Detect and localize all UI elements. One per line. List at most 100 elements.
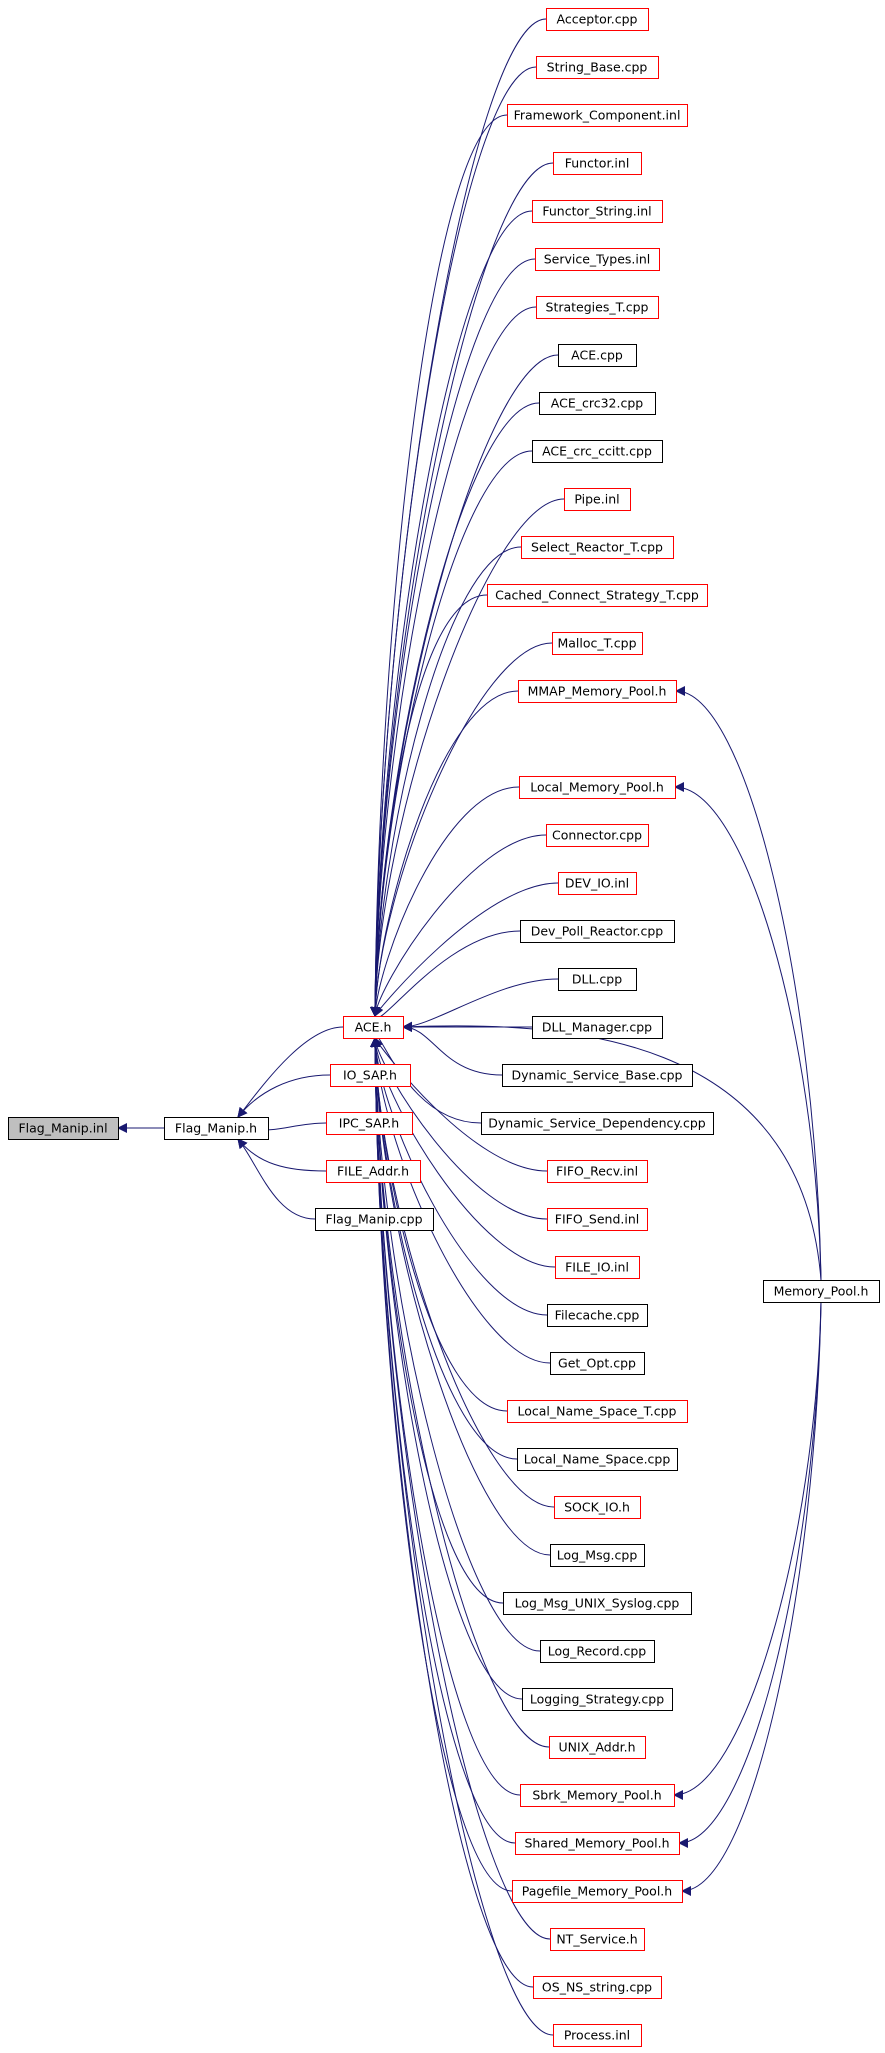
node-label: FILE_IO.inl	[565, 1260, 629, 1275]
node-box	[546, 824, 649, 847]
edge-string-base-cpp-to-ace-h	[370, 66, 537, 1017]
node-framework-component-inl[interactable]: Framework_Component.inl	[507, 104, 688, 127]
node-dev-poll-reactor-cpp[interactable]: Dev_Poll_Reactor.cpp	[520, 920, 675, 943]
edge-memory-pool-h-to-shared-memory-pool-h	[678, 1301, 822, 1848]
node-label: Dynamic_Service_Base.cpp	[512, 1068, 683, 1083]
node-process-inl[interactable]: Process.inl	[553, 2024, 642, 2047]
node-box	[549, 1736, 646, 1759]
node-fifo-recv-inl[interactable]: FIFO_Recv.inl	[547, 1160, 648, 1183]
node-ace-crc-ccitt-cpp[interactable]: ACE_crc_ccitt.cpp	[532, 440, 663, 463]
node-acceptor-cpp[interactable]: Acceptor.cpp	[546, 8, 649, 31]
node-pipe-inl[interactable]: Pipe.inl	[564, 488, 631, 511]
edge-logging-strategy-cpp-to-ace-h	[370, 1037, 523, 1700]
node-pagefile-memory-pool-h[interactable]: Pagefile_Memory_Pool.h	[512, 1880, 683, 1903]
node-label: DLL_Manager.cpp	[542, 1020, 652, 1035]
node-box	[536, 56, 659, 79]
node-logging-strategy-cpp[interactable]: Logging_Strategy.cpp	[522, 1688, 673, 1711]
node-select-reactor-t-cpp[interactable]: Select_Reactor_T.cpp	[521, 536, 674, 559]
node-mmap-memory-pool-h[interactable]: MMAP_Memory_Pool.h	[518, 680, 677, 703]
node-box	[507, 1400, 688, 1423]
node-label: Filecache.cpp	[555, 1308, 640, 1323]
node-box	[550, 1544, 645, 1567]
node-log-msg-cpp[interactable]: Log_Msg.cpp	[550, 1544, 645, 1567]
edge-memory-pool-h-to-ace-h	[402, 1021, 822, 1281]
node-box	[326, 1112, 413, 1135]
node-nt-service-h[interactable]: NT_Service.h	[550, 1928, 645, 1951]
node-sock-io-h[interactable]: SOCK_IO.h	[554, 1496, 641, 1519]
node-box	[536, 296, 659, 319]
node-cached-connect-strategy-t-cpp[interactable]: Cached_Connect_Strategy_T.cpp	[487, 584, 708, 607]
node-dll-cpp[interactable]: DLL.cpp	[558, 968, 637, 991]
node-shared-memory-pool-h[interactable]: Shared_Memory_Pool.h	[515, 1832, 680, 1855]
node-box	[343, 1016, 404, 1039]
node-ace-cpp[interactable]: ACE.cpp	[558, 344, 637, 367]
node-box	[503, 1592, 692, 1615]
node-box	[540, 1640, 655, 1663]
edge-ace-crc32-cpp-to-ace-h	[370, 402, 540, 1017]
node-box	[763, 1280, 880, 1303]
edge-sbrk-memory-pool-h-to-ace-h	[370, 1037, 521, 1796]
node-local-name-space-t-cpp[interactable]: Local_Name_Space_T.cpp	[507, 1400, 688, 1423]
node-label: Framework_Component.inl	[514, 108, 681, 123]
edge-shared-memory-pool-h-to-ace-h	[370, 1037, 516, 1844]
edge-ace-h-to-flag-manip-h	[237, 1026, 344, 1118]
edge-connector-cpp-to-ace-h	[370, 834, 547, 1017]
edge-process-inl-to-ace-h	[370, 1037, 554, 2036]
node-file-io-inl[interactable]: FILE_IO.inl	[555, 1256, 640, 1279]
node-box	[518, 680, 677, 703]
node-label: String_Base.cpp	[547, 60, 648, 75]
node-fifo-send-inl[interactable]: FIFO_Send.inl	[547, 1208, 648, 1231]
edge-strategies-t-cpp-to-ace-h	[370, 306, 537, 1017]
node-strategies-t-cpp[interactable]: Strategies_T.cpp	[536, 296, 659, 319]
node-box	[552, 632, 643, 655]
node-file-addr-h[interactable]: FILE_Addr.h	[326, 1160, 421, 1183]
node-label: UNIX_Addr.h	[558, 1740, 635, 1755]
node-log-msg-unix-syslog-cpp[interactable]: Log_Msg_UNIX_Syslog.cpp	[503, 1592, 692, 1615]
node-flag-manip-h[interactable]: Flag_Manip.h	[164, 1117, 269, 1140]
node-ipc-sap-h[interactable]: IPC_SAP.h	[326, 1112, 413, 1135]
edge-unix-addr-h-to-ace-h	[370, 1037, 550, 1748]
node-label: FIFO_Recv.inl	[556, 1164, 638, 1179]
node-label: Memory_Pool.h	[774, 1284, 869, 1299]
node-malloc-t-cpp[interactable]: Malloc_T.cpp	[552, 632, 643, 655]
edge-sock-io-h-to-ace-h	[370, 1037, 555, 1508]
node-box	[520, 920, 675, 943]
node-sbrk-memory-pool-h[interactable]: Sbrk_Memory_Pool.h	[520, 1784, 675, 1807]
node-service-types-inl[interactable]: Service_Types.inl	[535, 248, 660, 271]
node-label: Pagefile_Memory_Pool.h	[522, 1884, 672, 1899]
node-connector-cpp[interactable]: Connector.cpp	[546, 824, 649, 847]
node-filecache-cpp[interactable]: Filecache.cpp	[547, 1304, 648, 1327]
node-label: Functor_String.inl	[542, 204, 651, 219]
node-dev-io-inl[interactable]: DEV_IO.inl	[558, 872, 637, 895]
node-local-memory-pool-h[interactable]: Local_Memory_Pool.h	[519, 776, 676, 799]
node-functor-string-inl[interactable]: Functor_String.inl	[532, 200, 663, 223]
node-unix-addr-h[interactable]: UNIX_Addr.h	[549, 1736, 646, 1759]
node-get-opt-cpp[interactable]: Get_Opt.cpp	[550, 1352, 645, 1375]
node-box	[533, 1976, 662, 1999]
edge-file-addr-h-to-flag-manip-h	[237, 1138, 327, 1172]
node-dynamic-service-base-cpp[interactable]: Dynamic_Service_Base.cpp	[502, 1064, 693, 1087]
node-dll-manager-cpp[interactable]: DLL_Manager.cpp	[532, 1016, 663, 1039]
edge-local-memory-pool-h-to-ace-h	[370, 786, 520, 1017]
edge-functor-string-inl-to-ace-h	[370, 210, 533, 1017]
node-io-sap-h[interactable]: IO_SAP.h	[330, 1064, 411, 1087]
node-flag-manip-inl[interactable]: Flag_Manip.inl	[8, 1117, 119, 1140]
node-box	[519, 776, 676, 799]
node-string-base-cpp[interactable]: String_Base.cpp	[536, 56, 659, 79]
node-ace-crc32-cpp[interactable]: ACE_crc32.cpp	[539, 392, 656, 415]
node-log-record-cpp[interactable]: Log_Record.cpp	[540, 1640, 655, 1663]
node-flag-manip-cpp[interactable]: Flag_Manip.cpp	[315, 1208, 434, 1231]
node-dynamic-service-dependency-cpp[interactable]: Dynamic_Service_Dependency.cpp	[481, 1112, 714, 1135]
node-box	[553, 2024, 642, 2047]
node-label: Strategies_T.cpp	[546, 300, 649, 315]
node-functor-inl[interactable]: Functor.inl	[553, 152, 642, 175]
node-box	[512, 1880, 683, 1903]
node-os-ns-string-cpp[interactable]: OS_NS_string.cpp	[533, 1976, 662, 1999]
node-box	[326, 1160, 421, 1183]
node-local-name-space-cpp[interactable]: Local_Name_Space.cpp	[517, 1448, 678, 1471]
node-label: NT_Service.h	[556, 1932, 637, 1947]
node-label: Select_Reactor_T.cpp	[531, 540, 663, 555]
node-memory-pool-h[interactable]: Memory_Pool.h	[763, 1280, 880, 1303]
node-ace-h[interactable]: ACE.h	[343, 1016, 404, 1039]
node-label: ACE_crc_ccitt.cpp	[542, 444, 652, 459]
